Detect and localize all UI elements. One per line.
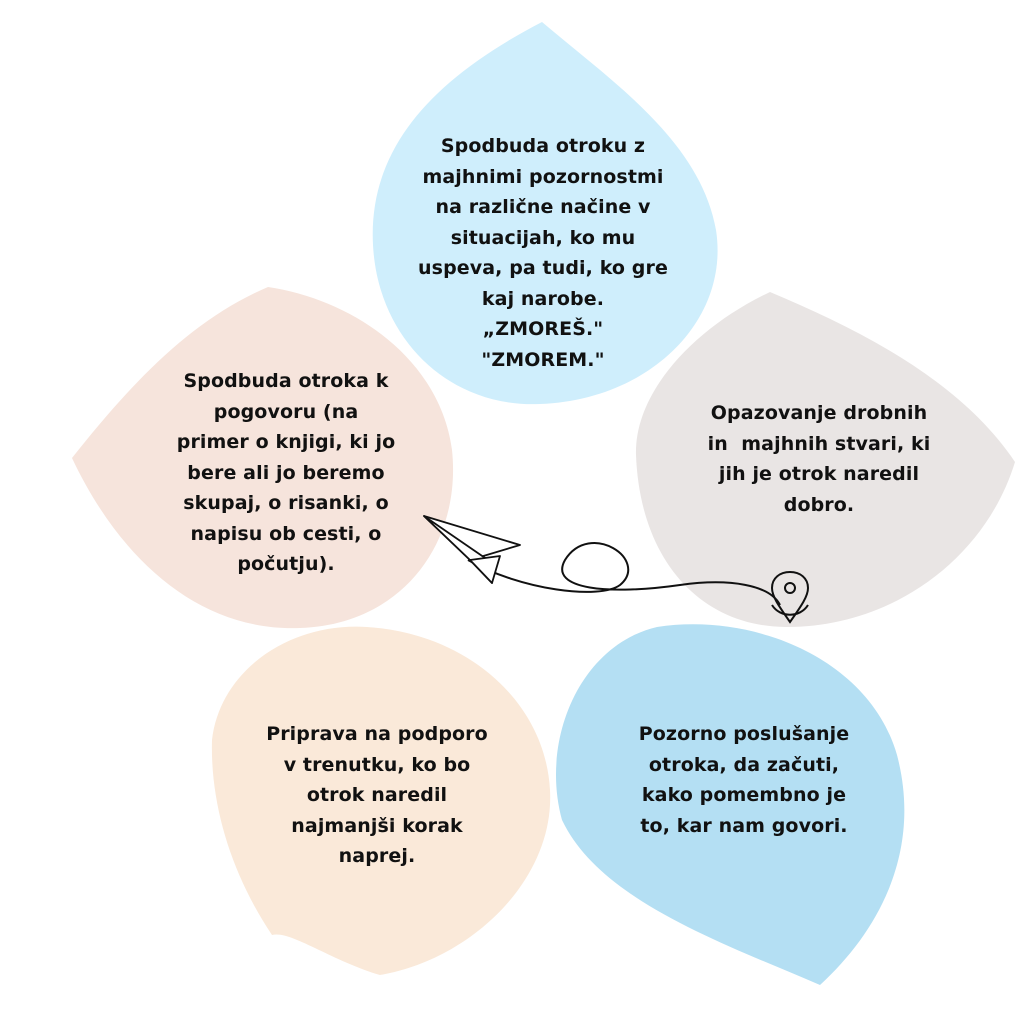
petal-top-shape (372, 22, 718, 405)
petal-top-text: Spodbuda otroku z majhnimi pozornostmi na … (398, 131, 688, 375)
petal-bottom-right-shape (555, 624, 905, 985)
petal-text-line: kako pomembno je (641, 784, 847, 806)
petal-text-line: otrok naredil (306, 784, 448, 806)
petal-text-line: to, kar nam govori. (640, 814, 848, 837)
petal-left-shape (72, 287, 454, 629)
paper-plane-icon (423, 515, 521, 584)
petal-text-line: naprej. (338, 845, 416, 867)
petal-right-text: Opazovanje drobnih in majhnih stvari, ki j… (679, 398, 959, 520)
petal-text-line: jih je otrok naredil (718, 463, 920, 485)
petal-bottom-right-text: Pozorno poslušanje otroka, da začuti, kako… (594, 719, 894, 841)
petal-text-line: situacijah, ko mu (450, 226, 636, 249)
petal-text-line: Spodbuda otroka k (183, 370, 389, 392)
petal-text-line: napisu ob cesti, o (190, 522, 382, 545)
petal-text-line: uspeva, pa tudi, ko gre (418, 257, 668, 279)
petal-bottom-left-text: Priprava na podporo v trenutku, ko bo otro… (232, 719, 522, 872)
petal-text-line: in majhnih stvari, ki (707, 432, 931, 455)
petal-text-line: otroka, da začuti, (648, 753, 840, 776)
petal-text-line: majhnimi pozornostmi (422, 165, 664, 188)
petal-bottom-left-shape (211, 626, 551, 975)
petal-left-text: Spodbuda otroka k pogovoru (na primer o kn… (146, 366, 426, 580)
petal-text-line: Opazovanje drobnih (710, 402, 928, 424)
petal-text-line: primer o knjigi, ki jo (176, 431, 396, 453)
petal-text-line: počutju). (237, 553, 335, 575)
petal-text-line: „ZMOREŠ." (482, 318, 604, 340)
petal-text-line: pogovoru (na (213, 400, 359, 423)
petal-right-shape (635, 292, 1015, 628)
petal-text-line: na različne načine v (435, 196, 651, 218)
location-pin-icon (770, 570, 810, 624)
flight-path-line (467, 542, 781, 606)
petal-text-line: dobro. (783, 493, 855, 516)
petal-text-line: Spodbuda otroku z (440, 135, 646, 157)
petal-text-line: kaj narobe. (481, 287, 605, 310)
petal-text-line: Pozorno poslušanje (638, 723, 850, 745)
petal-text-line: skupaj, o risanki, o (183, 492, 389, 514)
petal-text-line: "ZMOREM." (481, 348, 605, 371)
petal-text-line: v trenutku, ko bo (283, 753, 471, 776)
petal-text-line: bere ali jo beremo (187, 461, 385, 484)
petal-text-line: Priprava na podporo (266, 723, 488, 745)
petal-text-line: najmanjši korak (291, 814, 463, 837)
